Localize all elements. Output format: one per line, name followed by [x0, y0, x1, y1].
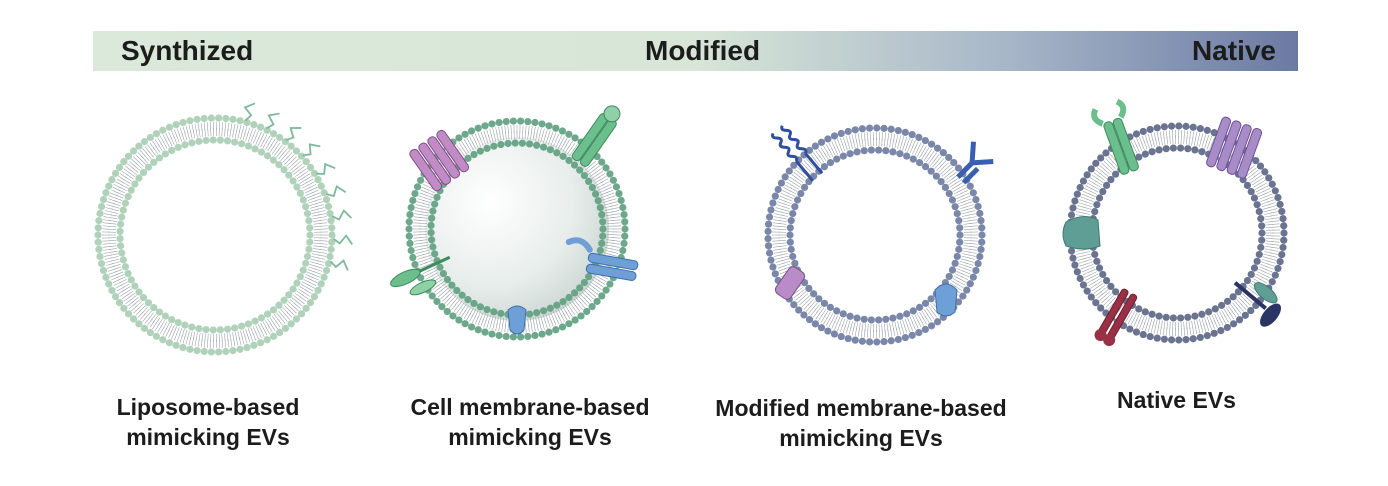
banner-label-modified: Modified: [645, 35, 761, 66]
banner-label-native: Native: [1191, 35, 1276, 66]
green-tethered-protein: [390, 255, 451, 296]
modified-membrane-vesicle: [764, 124, 994, 346]
caption-line: mimicking EVs: [126, 424, 290, 450]
liposome-vesicle: [94, 102, 353, 356]
blue-channel-protein: [507, 305, 527, 335]
caption-liposome: Liposome-based mimicking EVs: [78, 392, 338, 452]
caption-line: Native EVs: [1117, 387, 1236, 413]
liposome-membrane: [94, 114, 336, 356]
caption-cell-membrane: Cell membrane-based mimicking EVs: [380, 392, 680, 452]
purple-channel-protein: [774, 266, 806, 300]
pink-transmembrane-protein: [409, 129, 470, 192]
red-receptor-protein: [1094, 288, 1138, 347]
teal-membrane-protein: [1062, 216, 1101, 250]
gradient-banner: Synthized Modified Native: [93, 31, 1298, 71]
peg-chains: [243, 102, 353, 271]
navy-tethered-protein: [1233, 281, 1281, 327]
blue-channel-protein-2: [934, 283, 958, 317]
dark-blue-coiled-protein: [771, 125, 824, 182]
native-ev-vesicle: [1062, 98, 1288, 347]
cell-membrane-vesicle: [390, 105, 639, 341]
caption-line: mimicking EVs: [779, 425, 943, 451]
caption-line: mimicking EVs: [448, 424, 612, 450]
cell-core: [425, 137, 609, 321]
antibody-protein: [956, 141, 994, 185]
caption-native-evs: Native EVs: [1080, 385, 1273, 415]
caption-line: Modified membrane-based: [715, 395, 1007, 421]
caption-line: Cell membrane-based: [410, 394, 650, 420]
caption-modified-membrane: Modified membrane-based mimicking EVs: [690, 393, 1032, 453]
green-native-receptor: [1091, 98, 1139, 175]
blue-receptor-protein: [565, 237, 639, 281]
banner-label-synthized: Synthized: [121, 35, 254, 66]
caption-line: Liposome-based: [116, 394, 300, 420]
modified-membrane-bilayer: [764, 124, 986, 346]
purple-transmembrane-protein: [1206, 116, 1263, 179]
native-membrane-bilayer: [1066, 122, 1288, 344]
green-receptor-protein: [571, 105, 621, 167]
